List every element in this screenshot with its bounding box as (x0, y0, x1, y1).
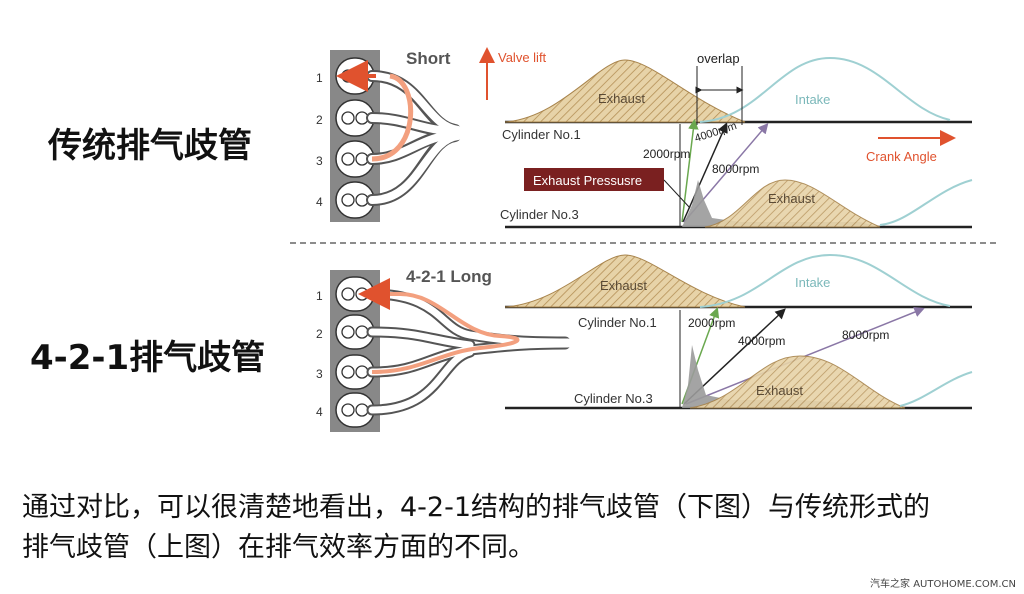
cylinder-number: 2 (316, 327, 323, 341)
cylinder-number: 3 (316, 367, 323, 381)
intake-curve-top (699, 56, 951, 123)
watermark: 汽车之家 AUTOHOME.COM.CN (870, 579, 1016, 590)
caption-line-1: 通过对比，可以很清楚地看出，4-2-1结构的排气歧管（下图）与传统形式的 (22, 492, 931, 523)
cylinder3-label: Cylinder No.3 (574, 391, 653, 406)
short-label: Short (406, 49, 451, 68)
traditional-manifold-title: 传统排气歧管 (48, 126, 252, 166)
pressure-wave-bottom (682, 345, 880, 408)
exhaust-label-cyl3: Exhaust (756, 383, 803, 398)
caption: 通过对比，可以很清楚地看出，4-2-1结构的排气歧管（下图）与传统形式的 排气歧… (22, 488, 930, 568)
four-two-one-manifold-title: 4-2-1排气歧管 (30, 338, 266, 378)
cylinder-number: 2 (316, 113, 323, 127)
cylinder1-label: Cylinder No.1 (502, 127, 581, 142)
exhaust-curve-cyl3-top (704, 179, 881, 228)
rpm-8000-label: 8000rpm (842, 328, 889, 342)
long-label: 4-2-1 Long (406, 267, 492, 286)
exhaust-curve-cyl3-bottom (689, 355, 906, 409)
cylinder1-label: Cylinder No.1 (578, 315, 657, 330)
cylinder3-label: Cylinder No.3 (500, 207, 579, 222)
cylinder-number: 3 (316, 154, 323, 168)
exhaust-pressure-label: Exhaust Pressusre (533, 173, 642, 188)
exhaust-label: Exhaust (598, 91, 645, 106)
valve-lift-label: Valve lift (498, 50, 547, 65)
overlap-label: overlap (697, 51, 740, 66)
cylinder-number: 4 (316, 195, 323, 209)
crank-angle-label: Crank Angle (866, 149, 937, 164)
exhaust-curve-top (504, 59, 746, 123)
rpm-8000-label: 8000rpm (712, 162, 759, 176)
cylinder-number: 1 (316, 289, 323, 303)
exhaust-label-cyl3: Exhaust (768, 191, 815, 206)
exhaust-pressure-box (524, 168, 664, 191)
caption-line-2: 排气歧管（上图）在排气效率方面的不同。 (22, 532, 535, 563)
intake-label: Intake (795, 275, 830, 290)
intake-curve-bottom (699, 253, 951, 308)
exhaust-label: Exhaust (600, 278, 647, 293)
bottom-manifold-diagram: 4-2-1 Long 1 2 3 4 Exhaust Intake Cylind… (316, 253, 973, 432)
rpm-2000-label: 2000rpm (643, 147, 690, 161)
cylinder-number: 4 (316, 405, 323, 419)
cylinder-number: 1 (316, 71, 323, 85)
pressure-wave-path (371, 292, 520, 374)
top-manifold-diagram: Short 1 2 3 4 Valve lift Exhaust Intake … (316, 47, 973, 229)
rpm-4000-label: 4000rpm (693, 120, 738, 145)
rpm-4000-label: 4000rpm (738, 334, 785, 348)
rpm-2000-label: 2000rpm (688, 316, 735, 330)
pressure-wave-path (371, 73, 414, 162)
intake-label: Intake (795, 92, 830, 107)
exhaust-curve-top (504, 254, 746, 308)
